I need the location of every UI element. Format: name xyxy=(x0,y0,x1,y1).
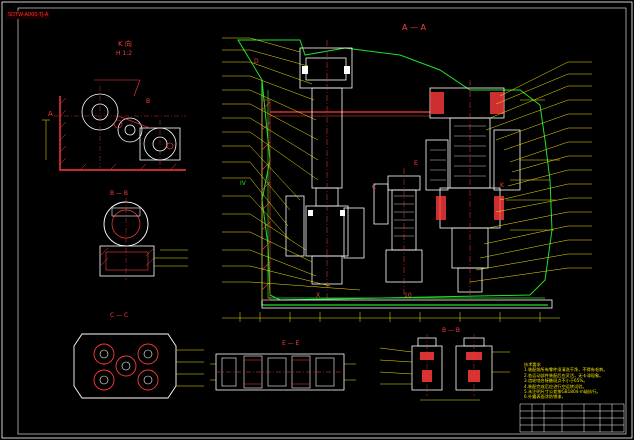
view-title-aa: A — A xyxy=(402,23,427,32)
view-title-cc: C — C xyxy=(110,312,129,319)
marker-a-left: A xyxy=(48,110,53,118)
notes-line-2: 2.各运动部件装配后应灵活，无卡滞现象。 xyxy=(524,372,604,378)
leaders-right xyxy=(469,61,592,283)
view-title-ee: E — E xyxy=(282,340,300,347)
notes-line-3: 3.齿轮啮合接触斑点不小于65%。 xyxy=(524,378,588,384)
notes-line-5: 5.未注明尺寸公差按GB1804-m级执行。 xyxy=(524,389,601,395)
notes-title: 技术要求 xyxy=(524,362,541,367)
view-title-bb-right: B — B xyxy=(442,327,461,334)
notes-line-4: 4.装配完成后应进行空运转试验。 xyxy=(524,383,587,389)
marker-x: X xyxy=(316,292,321,299)
marker-iv: IV xyxy=(240,180,246,187)
k-view xyxy=(42,79,186,171)
leaders-left xyxy=(222,37,361,291)
marker-10: 10 xyxy=(404,292,412,299)
view-scale-k: H 1:2 xyxy=(116,50,133,57)
main-section-aa xyxy=(222,39,560,322)
technical-notes: 技术要求 1.装配前所有零件须清洗干净，不得有毛刺。 2.各运动部件装配后应灵活… xyxy=(524,362,624,400)
marker-k: K xyxy=(500,182,504,189)
sheet-border-inner xyxy=(17,7,627,435)
bb-view-right xyxy=(379,334,510,401)
drawing-tag: SDTW-A000-TJ-A xyxy=(6,11,51,19)
view-title-k: K 向 xyxy=(118,40,132,48)
marker-d: D xyxy=(254,58,259,65)
bb-view-left xyxy=(99,198,188,280)
ee-view xyxy=(210,353,356,391)
notes-line-6: 6.外露表面涂防锈漆。 xyxy=(524,394,566,400)
title-block xyxy=(519,403,625,433)
view-title-bb-left: B — B xyxy=(110,190,129,197)
notes-line-1: 1.装配前所有零件须清洗干净，不得有毛刺。 xyxy=(524,367,608,373)
marker-e: E xyxy=(414,160,418,167)
marker-c: C xyxy=(372,184,377,191)
cc-view xyxy=(73,333,204,399)
marker-b-left: B xyxy=(146,98,151,105)
